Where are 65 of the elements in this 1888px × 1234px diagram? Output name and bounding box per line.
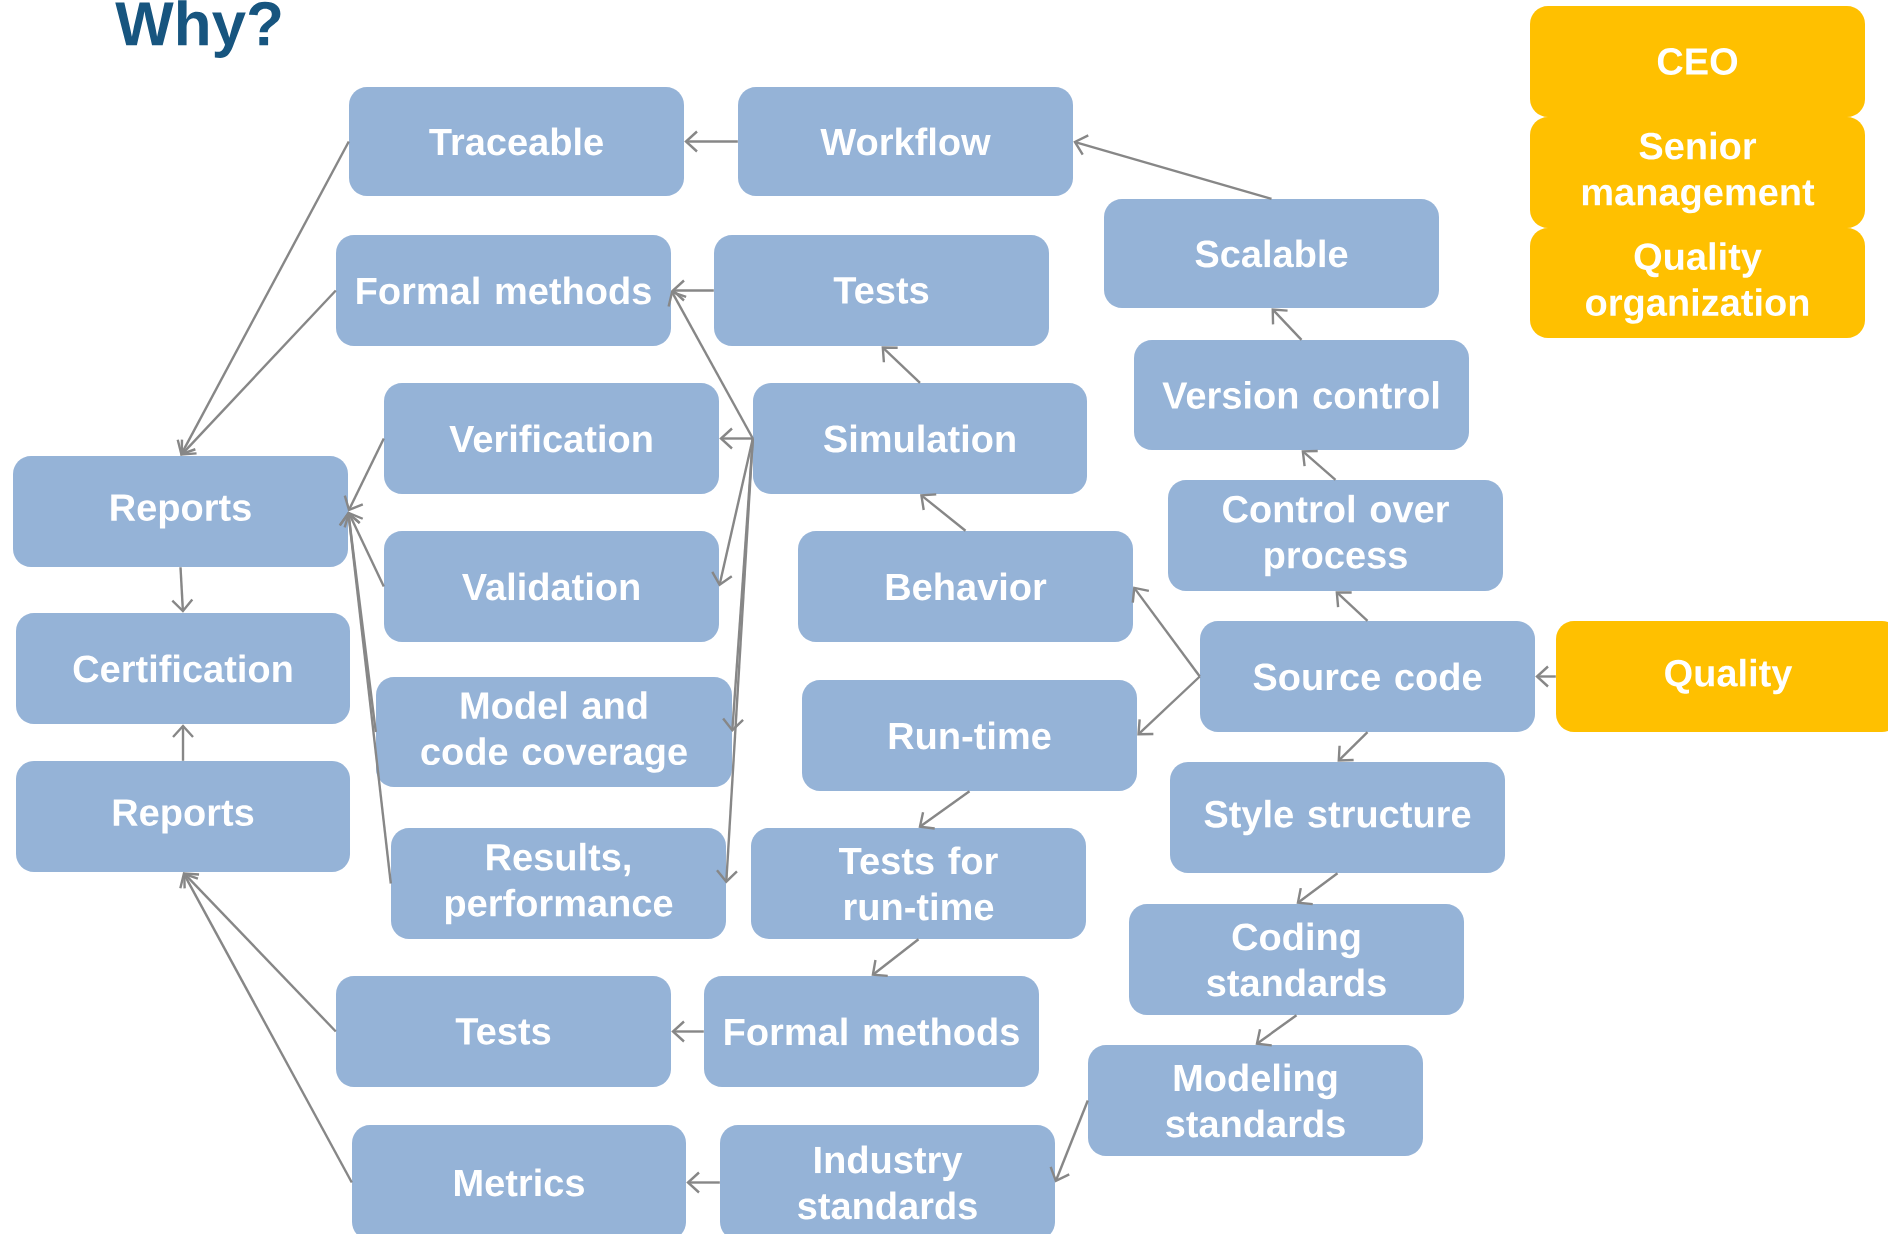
process-box: Quality <box>1556 621 1888 732</box>
arrow <box>684 130 738 153</box>
arrow <box>1271 308 1303 341</box>
process-box: Traceable <box>349 87 684 196</box>
process-box: Formal methods <box>336 235 671 346</box>
process-box: Formal methods <box>704 976 1039 1087</box>
arrow <box>716 438 754 884</box>
process-box: Modeling standards <box>1088 1045 1423 1156</box>
title: Why? <box>115 0 281 58</box>
process-box: Model and code coverage <box>376 677 732 787</box>
process-box: Behavior <box>798 531 1133 642</box>
process-box: Tests for run-time <box>751 828 1086 939</box>
arrow <box>719 427 753 450</box>
arrow <box>176 140 350 456</box>
node-label: CEO <box>1657 48 1738 75</box>
process-box: Style structure <box>1170 762 1505 873</box>
arrow <box>183 872 337 1033</box>
process-box: Tests <box>714 235 1049 346</box>
arrow <box>1301 449 1337 481</box>
arrow <box>871 938 920 978</box>
process-box: Reports <box>16 761 350 872</box>
process-box: Industry standards <box>720 1125 1055 1234</box>
process-box: Quality organization <box>1530 228 1865 338</box>
arrow <box>179 872 353 1184</box>
arrow <box>171 567 194 613</box>
process-box: Validation <box>384 531 719 642</box>
arrow <box>343 437 385 512</box>
process-box: Control over process <box>1168 480 1503 591</box>
arrow <box>180 289 337 456</box>
arrow <box>1337 731 1369 762</box>
process-box: Verification <box>384 383 719 494</box>
arrow <box>1137 675 1201 736</box>
arrow <box>711 438 754 587</box>
arrow <box>881 346 921 384</box>
arrow <box>338 511 392 884</box>
process-box: Certification <box>16 613 350 724</box>
arrow <box>920 493 967 532</box>
arrow <box>1073 134 1272 200</box>
arrow <box>671 279 714 302</box>
process-box: CEO <box>1530 6 1865 117</box>
arrow <box>1296 872 1339 906</box>
arrow <box>1255 1014 1298 1047</box>
arrow <box>686 1171 720 1194</box>
process-box: Run-time <box>802 680 1137 791</box>
node-label: Senior management <box>1582 131 1815 214</box>
process-box: Scalable <box>1104 199 1439 308</box>
process-box: Source code <box>1200 621 1535 732</box>
process-box: Workflow <box>738 87 1073 196</box>
arrow <box>667 290 754 440</box>
process-box: Reports <box>13 456 348 567</box>
arrow <box>172 724 194 761</box>
process-box: Tests <box>336 976 671 1087</box>
process-box: Coding standards <box>1129 904 1464 1015</box>
arrow <box>343 511 385 587</box>
process-box: Metrics <box>352 1125 686 1234</box>
process-box: Simulation <box>753 383 1087 494</box>
arrow <box>1131 586 1201 678</box>
process-box: Results, performance <box>391 828 726 939</box>
arrow <box>671 1020 704 1043</box>
process-box: Senior management <box>1530 117 1865 228</box>
node-label: Quality organization <box>1586 242 1809 324</box>
arrow <box>1335 591 1369 622</box>
arrow <box>1049 1100 1089 1183</box>
process-box: Version control <box>1134 340 1469 450</box>
arrow <box>918 790 971 830</box>
